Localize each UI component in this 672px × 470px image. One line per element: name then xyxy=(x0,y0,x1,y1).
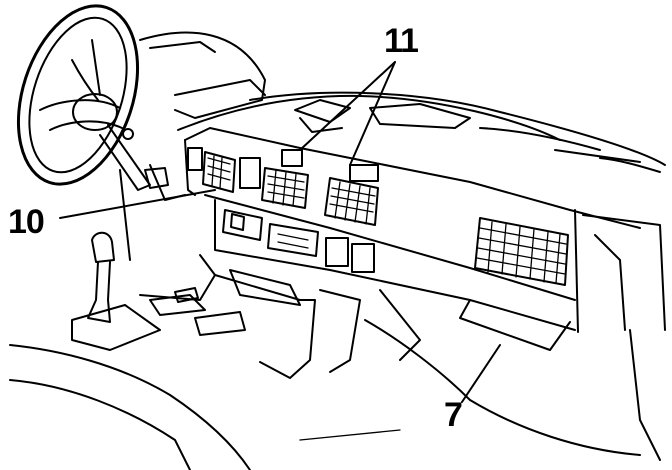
callout-label-11: 11 xyxy=(384,22,419,60)
gear-lever xyxy=(71,231,161,351)
vent-right xyxy=(474,217,569,286)
callout-label-7: 7 xyxy=(444,396,463,434)
vent-center-right xyxy=(324,177,379,226)
seat-outline xyxy=(9,319,661,470)
center-console xyxy=(139,254,571,379)
upper-dashboard xyxy=(139,31,666,173)
leader-line-10 xyxy=(59,189,216,219)
callout-label-10: 10 xyxy=(8,203,45,241)
leader-line-7 xyxy=(461,344,501,403)
vent-left xyxy=(202,151,236,193)
leader-line-11 xyxy=(299,61,396,166)
switch-panel xyxy=(187,147,379,273)
steering-wheel xyxy=(16,4,169,191)
vent-center-left xyxy=(261,167,309,209)
fascia-panel xyxy=(184,127,666,333)
